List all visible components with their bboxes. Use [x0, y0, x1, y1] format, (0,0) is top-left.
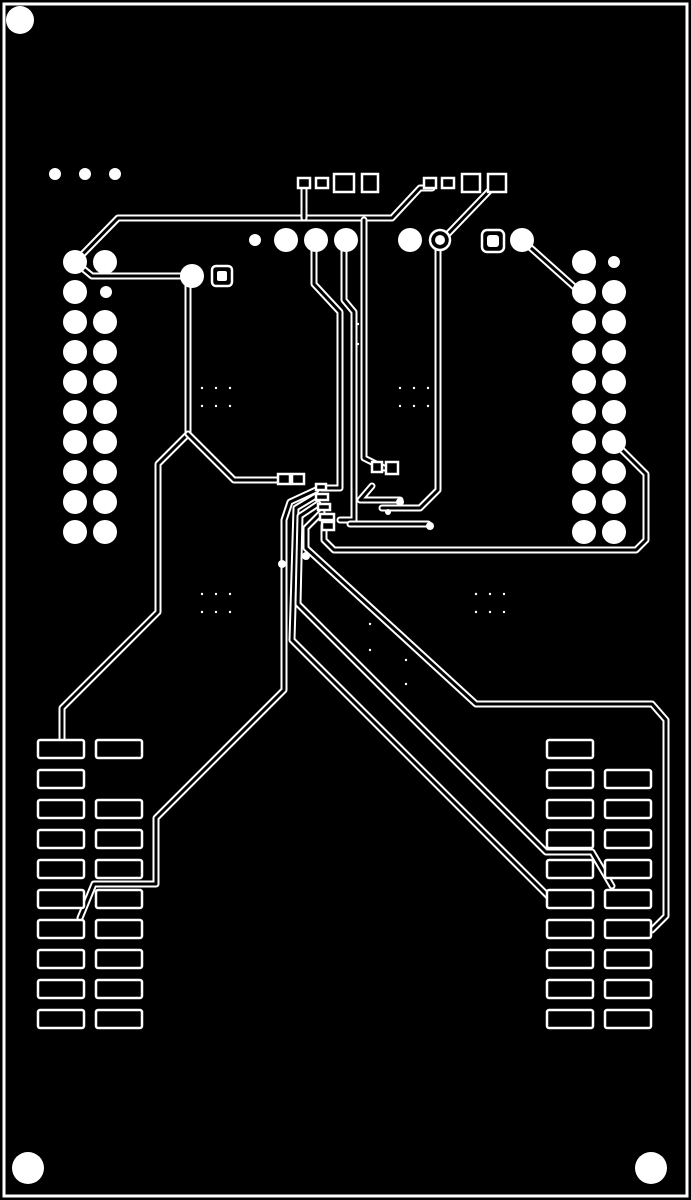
center-ic: [276, 460, 434, 568]
mounting-hole-bottom-left: [12, 1152, 44, 1184]
top-left-dots: [49, 168, 121, 180]
via-dots: [200, 322, 506, 686]
traces: [58, 179, 670, 934]
mounting-hole-bottom-right: [635, 1152, 667, 1184]
bottom-left-connector: [36, 738, 144, 1030]
top-components: [100, 172, 620, 298]
left-header: [63, 250, 117, 544]
bottom-right-connector: [545, 738, 653, 1030]
mounting-hole-top-left: [6, 6, 34, 34]
right-header: [572, 250, 626, 544]
